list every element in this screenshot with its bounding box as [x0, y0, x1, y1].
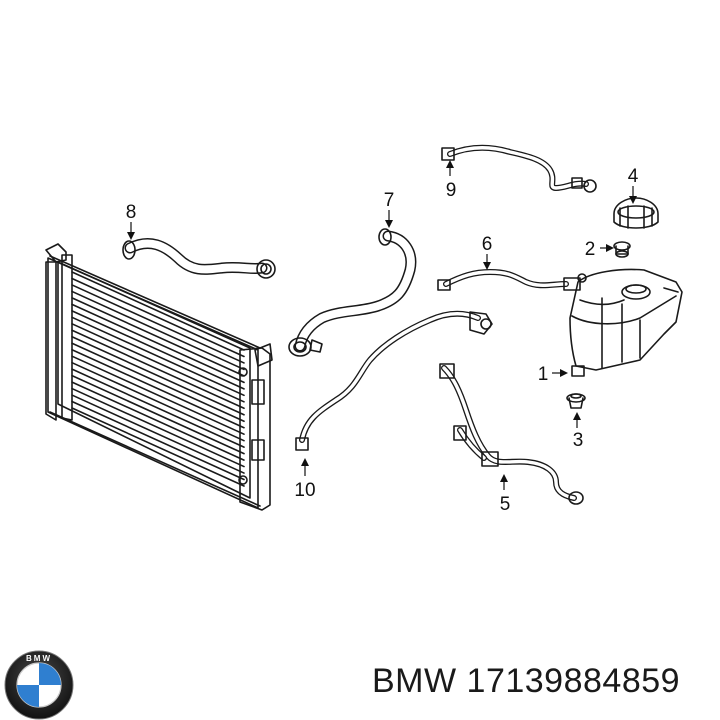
grommet-3 [566, 393, 586, 409]
radiator-fin [71, 303, 245, 384]
radiator [45, 243, 273, 511]
pipe-9 [441, 144, 597, 193]
hose-10 [295, 310, 493, 451]
callout-6: 6 [482, 234, 493, 255]
hose-8 [122, 238, 276, 279]
hose-5 [439, 363, 584, 505]
radiator-fin [71, 407, 245, 487]
radiator-fin [71, 348, 245, 429]
callout-3: 3 [573, 430, 584, 451]
plug-2 [613, 241, 631, 258]
radiator-fin [71, 381, 245, 461]
callout-leaders [127, 160, 637, 490]
radiator-fin [71, 284, 245, 364]
radiator-fin [71, 290, 245, 371]
radiator-fin [71, 271, 245, 351]
radiator-fins [71, 271, 245, 487]
radiator-fin [71, 400, 245, 481]
radiator-fin [71, 297, 245, 377]
radiator-fin [71, 335, 245, 416]
brand-name: BMW [372, 662, 457, 700]
callout-10: 10 [294, 480, 315, 501]
radiator-fin [71, 361, 245, 442]
radiator-fin [71, 323, 245, 403]
radiator-fin [71, 368, 245, 448]
radiator-fin [71, 277, 245, 358]
radiator-fin [71, 316, 245, 397]
callout-5: 5 [500, 494, 511, 515]
radiator-fin [71, 329, 245, 410]
radiator-fin [71, 387, 245, 468]
radiator-fin [71, 310, 245, 390]
logo-lettering: BMW [26, 654, 52, 663]
expansion-tank [569, 268, 683, 377]
radiator-fin [71, 374, 245, 455]
callout-1: 1 [538, 364, 549, 385]
callout-8: 8 [126, 202, 137, 223]
callout-4: 4 [628, 166, 639, 187]
callout-9: 9 [446, 180, 457, 201]
part-caption: BMW 17139884859 [372, 662, 680, 701]
radiator-fin [71, 342, 245, 423]
bmw-logo: BMW [4, 650, 74, 720]
sensor-line-6 [437, 269, 587, 291]
part-number: 17139884859 [466, 662, 681, 700]
radiator-fin [71, 394, 245, 474]
callout-2: 2 [585, 239, 596, 260]
radiator-fin [71, 355, 245, 435]
hose-7 [288, 228, 417, 357]
cap-4 [613, 197, 659, 229]
callout-7: 7 [384, 190, 395, 211]
